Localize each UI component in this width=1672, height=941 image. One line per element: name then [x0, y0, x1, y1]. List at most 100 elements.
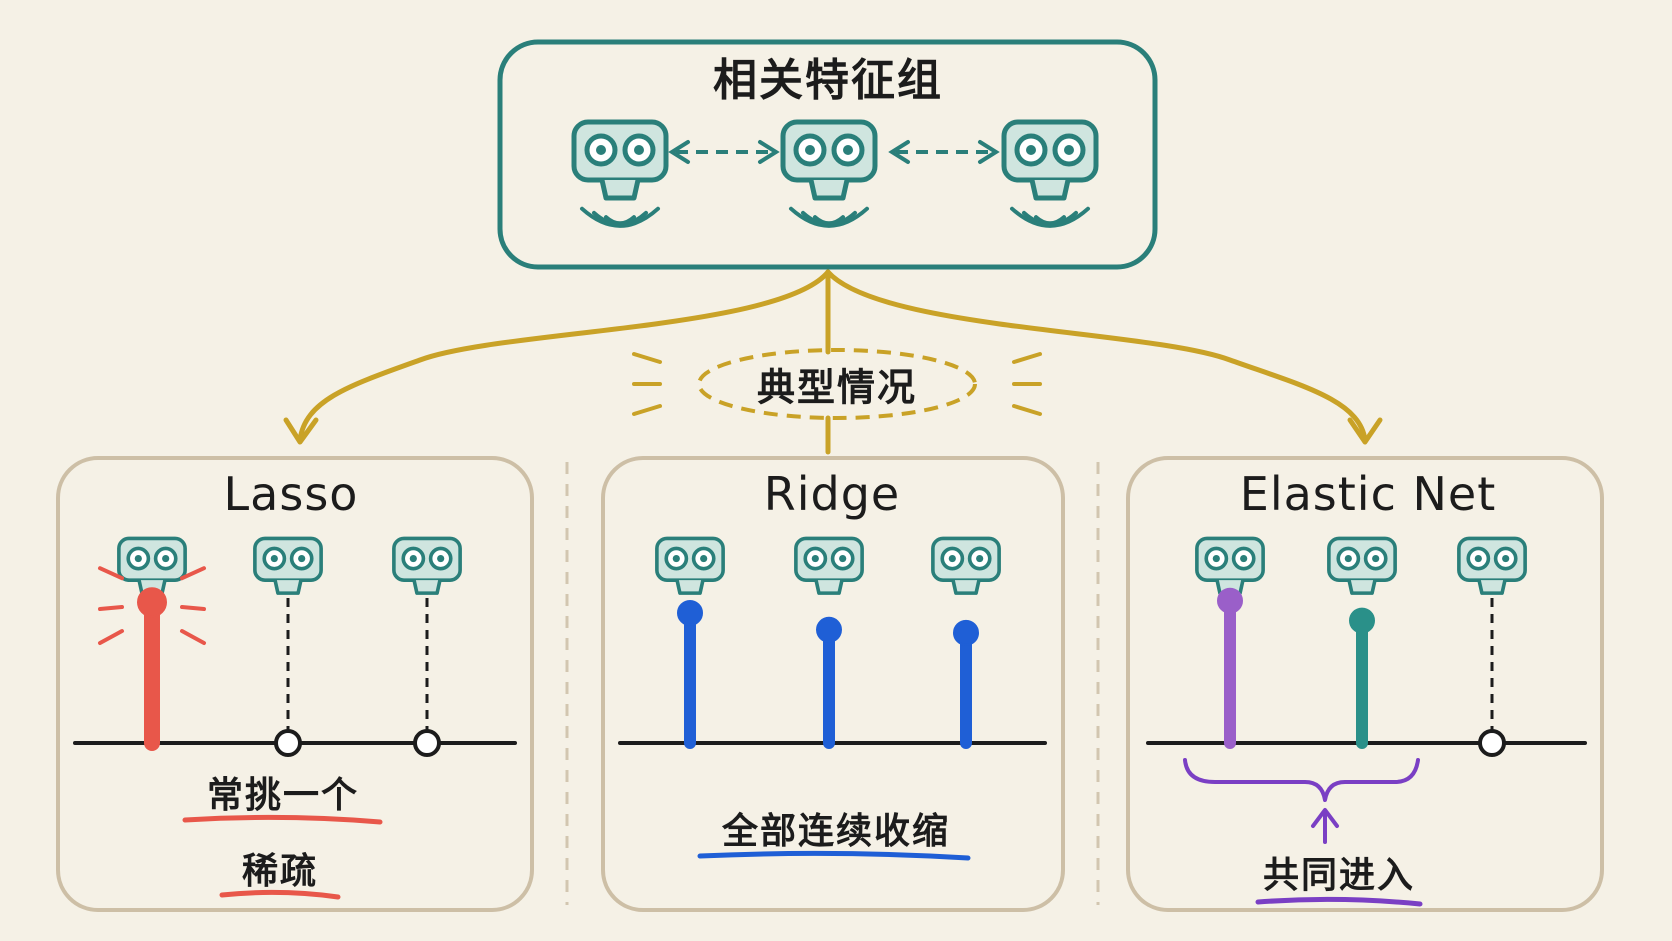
- camera-stand: [951, 579, 981, 595]
- camera-pupil-left: [409, 554, 417, 563]
- feature-camera-icon: [253, 536, 323, 595]
- highlight-spark: [98, 629, 124, 646]
- signal-wave-2: [580, 206, 660, 228]
- coef-head: [816, 616, 842, 643]
- top-group-title: 相关特征组: [713, 55, 943, 106]
- camera-stand: [1347, 579, 1377, 595]
- zero-coef-marker: [274, 729, 302, 757]
- coef-head: [953, 619, 979, 646]
- lasso-caption-1-underline: [182, 814, 383, 825]
- feature-camera-icon: [1195, 536, 1265, 595]
- spark-tick: [632, 404, 662, 416]
- camera-pupil-left: [270, 554, 278, 563]
- camera-pupil-left: [672, 554, 680, 563]
- feature-camera-icon: [794, 536, 864, 595]
- coef-head: [137, 587, 167, 618]
- camera-pupil-left: [596, 145, 606, 155]
- camera-stand: [599, 179, 641, 201]
- elastic-net-caption-underline: [1255, 896, 1423, 907]
- elastic-net-panel-box: [1126, 456, 1604, 912]
- signal-wave-2: [789, 206, 869, 228]
- down-arrow-icon: [1347, 417, 1383, 445]
- connector-left: [297, 269, 831, 443]
- up-arrow-icon: [1311, 808, 1339, 828]
- elastic-net-caption: 共同进入: [1262, 855, 1416, 896]
- double-arrow-icon: [888, 140, 1000, 164]
- spark-tick: [1012, 352, 1042, 364]
- down-arrow-icon: [283, 417, 319, 445]
- signal-wave-icon: [1010, 206, 1090, 228]
- ridge-caption: 全部连续收缩: [721, 811, 951, 852]
- camera-pupil-right: [1372, 554, 1380, 563]
- camera-pupil-right: [839, 554, 847, 563]
- camera-pupil-right: [843, 145, 853, 155]
- signal-wave-icon: [580, 206, 660, 228]
- camera-stand: [675, 579, 705, 595]
- arrowhead-left: [668, 140, 690, 164]
- lasso-caption-2-underline: [219, 889, 341, 900]
- feature-camera-icon: [571, 119, 669, 201]
- double-arrow-icon: [668, 140, 780, 164]
- arrowhead-left: [888, 140, 910, 164]
- camera-stand: [1029, 179, 1071, 201]
- feature-camera-icon: [931, 536, 1001, 595]
- signal-wave-2: [1010, 206, 1090, 228]
- typical-case-label: 典型情况: [756, 365, 918, 410]
- camera-pupil-right: [1240, 554, 1248, 563]
- lasso-caption-1: 常挑一个: [206, 775, 360, 816]
- camera-pupil-right: [298, 554, 306, 563]
- coef-head: [677, 599, 703, 626]
- arrowhead-right: [758, 140, 780, 164]
- camera-pupil-left: [948, 554, 956, 563]
- camera-stand: [412, 579, 442, 595]
- spark-tick: [632, 352, 662, 364]
- camera-pupil-left: [805, 145, 815, 155]
- highlight-spark: [98, 566, 124, 581]
- camera-pupil-left: [1344, 554, 1352, 563]
- camera-pupil-right: [700, 554, 708, 563]
- highlight-spark: [180, 605, 206, 612]
- camera-stand: [808, 179, 850, 201]
- feature-camera-icon: [1327, 536, 1397, 595]
- arrowhead-right: [978, 140, 1000, 164]
- top-group-box: [497, 39, 1158, 270]
- lasso-panel-box: [56, 456, 534, 912]
- zero-coef-marker: [1478, 729, 1506, 757]
- typical-ellipse: [697, 348, 977, 420]
- coef-head: [1349, 607, 1375, 634]
- spark-tick: [1012, 404, 1042, 416]
- connector-right: [825, 269, 1368, 443]
- coef-head: [1217, 587, 1243, 614]
- ridge-title: Ridge: [763, 467, 901, 521]
- camera-pupil-left: [811, 554, 819, 563]
- camera-pupil-left: [1212, 554, 1220, 563]
- camera-pupil-right: [1064, 145, 1074, 155]
- feature-camera-icon: [117, 536, 187, 595]
- lasso-caption-2: 稀疏: [241, 851, 319, 892]
- camera-stand: [1477, 579, 1507, 595]
- camera-pupil-right: [634, 145, 644, 155]
- zero-coef-marker: [413, 729, 441, 757]
- feature-camera-icon: [1457, 536, 1527, 595]
- camera-pupil-right: [437, 554, 445, 563]
- feature-camera-icon: [1001, 119, 1099, 201]
- feature-camera-icon: [780, 119, 878, 201]
- camera-pupil-right: [976, 554, 984, 563]
- feature-camera-icon: [392, 536, 462, 595]
- brace-icon: [1183, 758, 1420, 802]
- camera-stand: [273, 579, 303, 595]
- highlight-spark: [180, 629, 206, 646]
- camera-pupil-left: [1474, 554, 1482, 563]
- camera-pupil-left: [1026, 145, 1036, 155]
- lasso-title: Lasso: [223, 467, 359, 521]
- signal-wave-icon: [789, 206, 869, 228]
- camera-stand: [814, 579, 844, 595]
- camera-pupil-right: [1502, 554, 1510, 563]
- ridge-caption-underline: [697, 850, 971, 861]
- ridge-panel-box: [601, 456, 1065, 912]
- highlight-spark: [180, 566, 206, 581]
- elastic-net-title: Elastic Net: [1239, 467, 1497, 521]
- camera-pupil-left: [134, 554, 142, 563]
